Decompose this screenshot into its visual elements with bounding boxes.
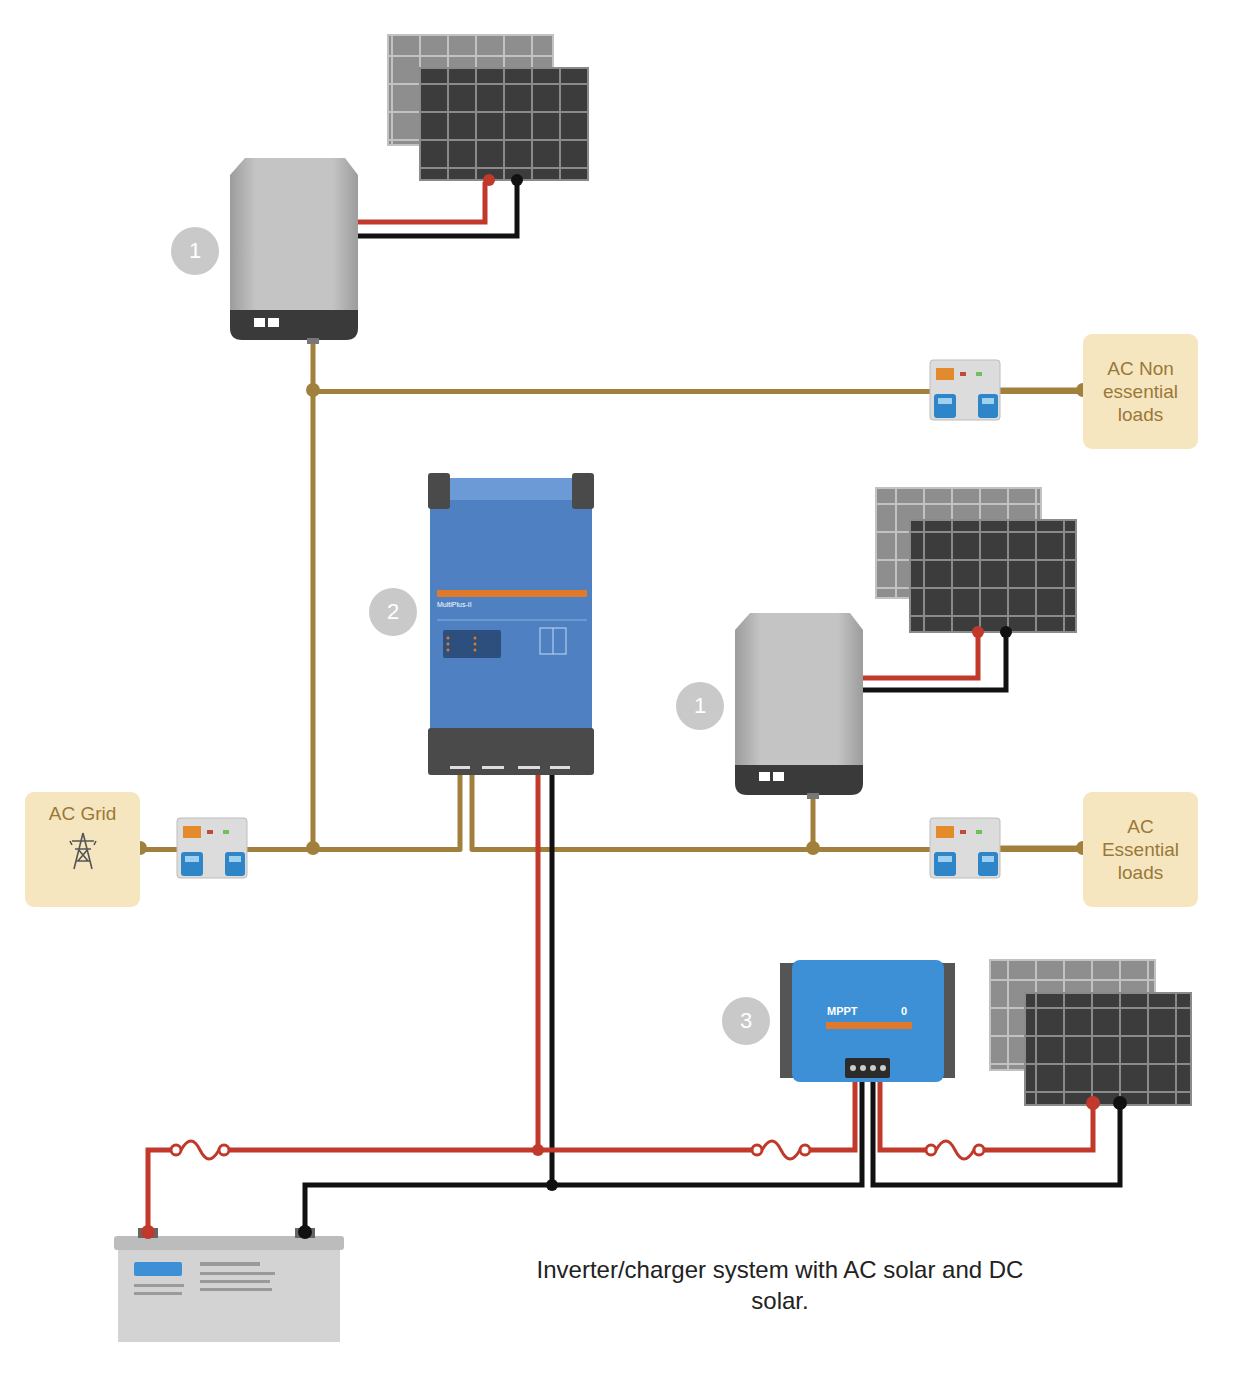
fuse-symbol	[752, 1141, 810, 1159]
junction-dot	[133, 383, 1090, 855]
circuit-breaker	[930, 818, 1000, 878]
node-text: AC Non essential loads	[1089, 357, 1192, 426]
callout-number: 1	[171, 227, 219, 275]
callout-number: 2	[369, 588, 417, 636]
device-label: MPPT	[827, 1005, 858, 1017]
callout-number: 3	[722, 997, 770, 1045]
device-label: 0	[901, 1005, 907, 1017]
load-box: AC Non essential loads	[1083, 334, 1198, 449]
node-text: AC Essential loads	[1089, 815, 1192, 884]
solar-panel	[388, 35, 1191, 1105]
caption: Inverter/charger system with AC solar an…	[515, 1254, 1045, 1316]
load-box: AC Essential loads	[1083, 792, 1198, 907]
load-box: AC Grid	[25, 792, 140, 907]
device-label: MultiPlus-II	[437, 601, 472, 608]
circuit-breaker	[177, 818, 247, 878]
fuse-symbol	[171, 1141, 229, 1159]
callout-number: 1	[676, 682, 724, 730]
fuse-symbol	[926, 1141, 984, 1159]
ac-wire	[313, 338, 1083, 848]
pv-inverter	[230, 158, 863, 799]
node-text: AC Grid	[49, 802, 117, 825]
inverter-charger	[428, 473, 594, 775]
dc-wire	[148, 770, 1120, 1232]
circuit-breaker	[930, 360, 1000, 420]
charge-controller	[780, 960, 955, 1082]
ac-connector	[140, 392, 1083, 850]
pylon-icon	[66, 831, 100, 871]
battery	[114, 1225, 344, 1342]
